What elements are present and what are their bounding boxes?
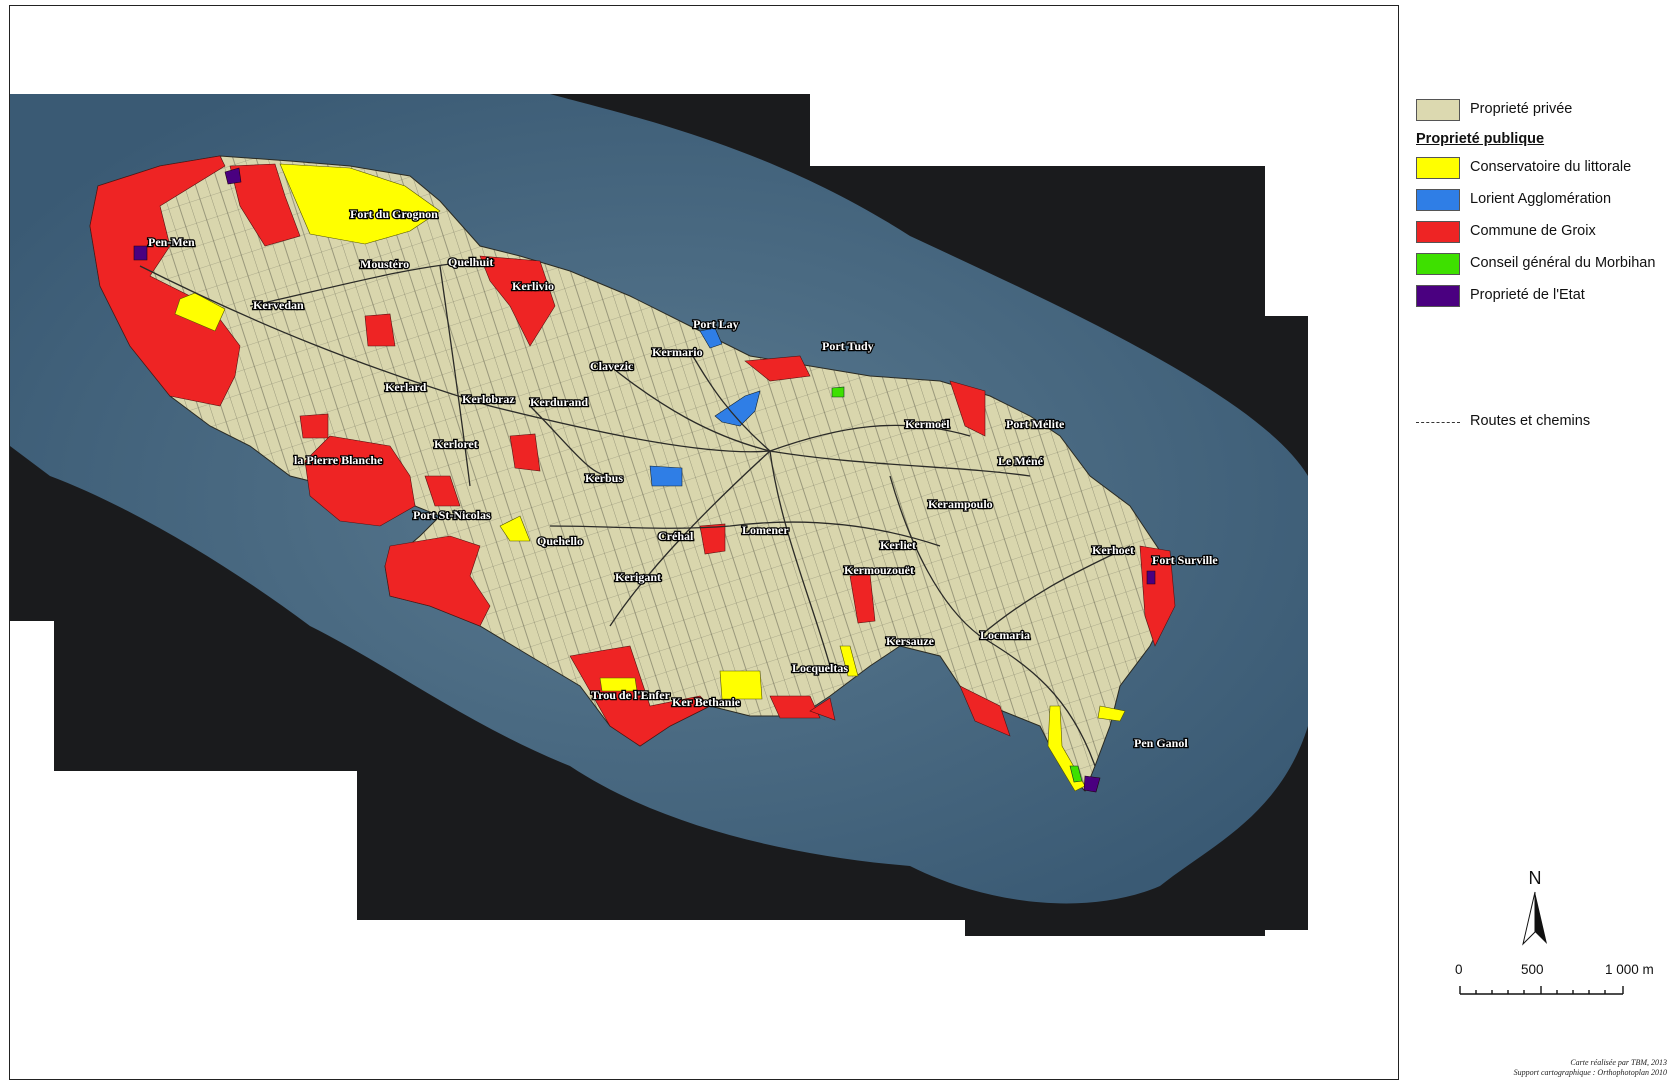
label-pen-men: Pen-Men [148, 235, 195, 249]
parcels-conseil-general [831, 386, 1083, 783]
parcels-lorient [649, 327, 761, 487]
label-crehal: Créhal [658, 529, 694, 543]
label-port-tudy: Port Tudy [822, 339, 874, 353]
label-fort-du-grognon: Fort du Grognon [350, 207, 438, 221]
label-kerigant: Kerigant [615, 570, 661, 584]
label-kermouzouet: Kermouzouët [844, 563, 914, 577]
label-quehello: Quehello [537, 534, 583, 548]
label-quelhuit: Quelhuit [448, 255, 493, 269]
island-map[interactable]: Fort du Grognon Pen-Men Moustéro Quelhui… [10, 6, 1399, 1080]
legend-label-roads: Routes et chemins [1470, 413, 1591, 429]
label-ker-bethanie: Ker Bethanie [672, 695, 741, 709]
map-frame: Fort du Grognon Pen-Men Moustéro Quelhui… [9, 5, 1399, 1080]
label-pen-ganol: Pen Ganol [1134, 736, 1188, 750]
legend-road-line [1416, 422, 1460, 423]
credits-line: Carte réalisée par TBM, 2013 [1570, 1058, 1667, 1067]
label-port-st-nicolas: Port St-Nicolas [413, 508, 491, 522]
label-kerloret: Kerloret [434, 437, 478, 451]
legend-item-lorient: Lorient Agglomération [1410, 185, 1675, 217]
label-port-lay: Port Lay [693, 317, 739, 331]
scale-label-500: 500 [1521, 962, 1544, 977]
island-groix [89, 155, 1171, 792]
legend-label: Lorient Agglomération [1470, 191, 1612, 207]
scale-ruler [1459, 986, 1624, 995]
legend-label: Commune de Groix [1470, 223, 1596, 239]
scale-label-0: 0 [1455, 962, 1463, 977]
label-kermoel: Kermoël [905, 417, 950, 431]
label-kerdurand: Kerdurand [530, 395, 588, 409]
legend-swatch-commune [1416, 221, 1460, 243]
legend-item-roads: Routes et chemins [1410, 410, 1675, 434]
label-kermario: Kermario [652, 345, 703, 359]
legend-swatch-conservatoire [1416, 157, 1460, 179]
scale-bar: 0 500 1 000 m [1445, 962, 1675, 1012]
legend-item-etat: Proprieté de l'Etat [1410, 281, 1675, 313]
parcels-commune [89, 155, 1176, 747]
label-kervedan: Kervedan [253, 298, 304, 312]
label-kerlard: Kerlard [385, 380, 427, 394]
label-locqueltas: Locqueltas [792, 661, 848, 675]
parcels-conservatoire [174, 163, 1126, 792]
legend-item-conseil: Conseil général du Morbihan [1410, 249, 1675, 281]
label-kerampoulo: Kerampoulo [928, 497, 993, 511]
north-label: N [1529, 868, 1542, 888]
north-arrow: N [1515, 868, 1555, 948]
label-trou-de-l-enfer: Trou de l'Enfer [591, 688, 671, 702]
legend-label: Conservatoire du littorale [1470, 159, 1632, 175]
scale-label-1000: 1 000 m [1605, 962, 1654, 977]
label-port-melite: Port Mélite [1006, 417, 1065, 431]
legend-item-commune: Commune de Groix [1410, 217, 1675, 249]
legend-swatch-etat [1416, 285, 1460, 307]
credits-line: Support cartographique : Orthophotoplan … [1513, 1068, 1667, 1077]
legend-swatch-private [1416, 99, 1460, 121]
label-kersauze: Kersauze [886, 634, 935, 648]
legend-label-private: Proprieté privée [1470, 101, 1573, 117]
label-locmaria: Locmaria [980, 628, 1030, 642]
legend-swatch-lorient [1416, 189, 1460, 211]
label-la-pierre-blanche: la Pierre Blanche [294, 453, 383, 467]
label-kerbus: Kerbus [585, 471, 623, 485]
legend-item-conservatoire: Conservatoire du littorale [1410, 153, 1675, 185]
north-arrow-icon: N [1522, 868, 1547, 946]
legend-heading-public: Proprieté publique [1416, 131, 1545, 147]
label-kerlobraz: Kerlobraz [462, 392, 515, 406]
legend: Proprieté privée Proprieté publique Cons… [1410, 95, 1675, 313]
label-le-mene: Le Méné [998, 454, 1044, 468]
legend-label: Proprieté de l'Etat [1470, 287, 1585, 303]
legend-label: Conseil général du Morbihan [1470, 255, 1656, 271]
label-kerhoet: Kerhoet [1092, 543, 1134, 557]
label-clavezic: Clavezic [590, 359, 634, 373]
parcels-etat [133, 167, 1156, 793]
label-lomener: Lomener [742, 523, 789, 537]
label-fort-surville: Fort Surville [1152, 553, 1218, 567]
legend-swatch-conseil [1416, 253, 1460, 275]
map-credits: Carte réalisée par TBM, 2013 Support car… [1514, 1058, 1667, 1078]
label-kerlivio: Kerlivio [512, 279, 554, 293]
label-moustero: Moustéro [360, 257, 409, 271]
roads [139, 260, 1131, 767]
label-kerliet: Kerliet [880, 538, 916, 552]
legend-item-private: Proprieté privée [1410, 95, 1675, 127]
